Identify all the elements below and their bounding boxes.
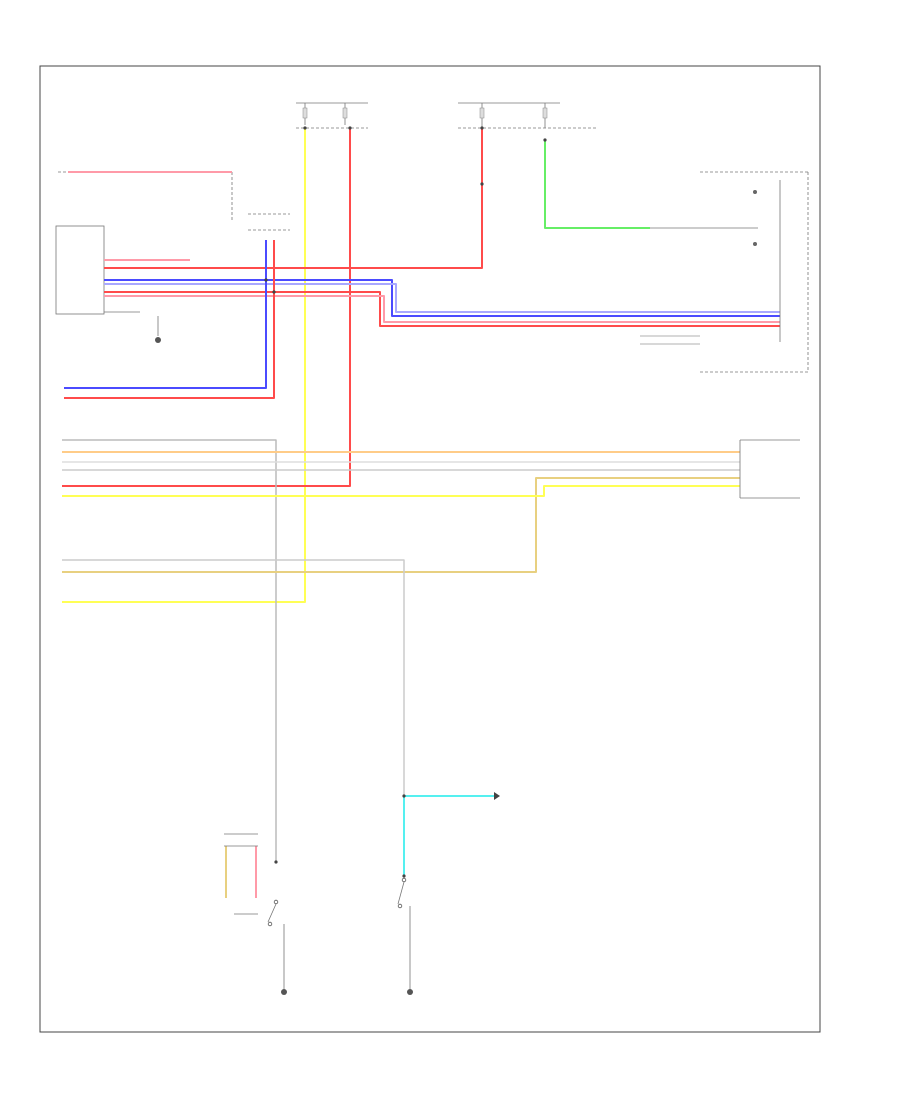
wire-green: [544, 140, 650, 229]
wires: [62, 128, 780, 898]
arrow-right-icon: [494, 792, 500, 800]
wire-tan-bus: [62, 477, 740, 573]
fuse-section-right: [458, 102, 598, 129]
mid-connector: [248, 213, 290, 231]
switch-contact-icon: [273, 899, 279, 905]
fuse-icon: [342, 107, 348, 119]
switch-contact-icon: [397, 903, 403, 909]
ground-icon: [155, 337, 161, 343]
switch-contact-icon: [401, 877, 407, 883]
wire-gray-lower: [62, 559, 405, 800]
wire-red-bcm-feed: [104, 128, 483, 269]
fuse-section-left: [296, 102, 368, 129]
switch-contact-icon: [753, 242, 757, 246]
wire-blue-down: [64, 240, 267, 389]
wire-pink-right: [104, 295, 780, 323]
bcm-connector-box: [55, 225, 105, 315]
wire-red-down: [64, 240, 275, 399]
fuse-icon: [542, 107, 548, 119]
ground-g3: [281, 989, 287, 995]
fuse-icon: [479, 107, 485, 119]
wire-yellow-bus: [62, 485, 740, 497]
wire-yellow-main: [62, 128, 306, 603]
splice-dots: [264, 126, 547, 878]
ground-icon: [407, 989, 413, 995]
wire-lavender-right: [104, 283, 780, 313]
switch-contact-icon: [753, 190, 757, 194]
ground-icon: [281, 989, 287, 995]
wire-red-main: [62, 128, 351, 487]
wire-gray-bus: [62, 439, 277, 862]
fuse-icon: [302, 107, 308, 119]
switch-contact-icon: [267, 921, 273, 927]
right-connector-2: [739, 439, 800, 499]
combo-switch-lower: [224, 833, 285, 992]
ground-g1: [104, 311, 161, 343]
wire-blue-right: [104, 279, 780, 317]
right-module: [650, 171, 809, 373]
wire-red-right: [104, 291, 780, 327]
switch-lower-right: [397, 792, 500, 995]
diagram-frame: [39, 65, 821, 1033]
